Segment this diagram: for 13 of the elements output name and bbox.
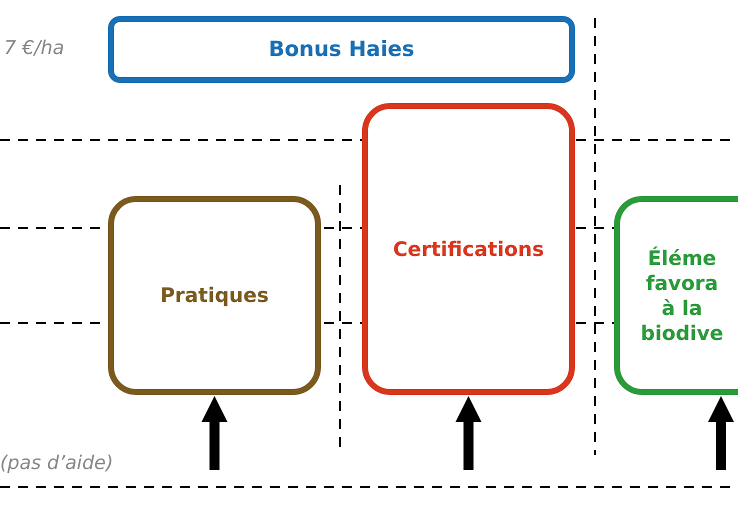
arrow bbox=[708, 396, 734, 470]
arrow bbox=[202, 396, 228, 470]
certifications-box bbox=[362, 103, 575, 395]
box-title: Certifications bbox=[393, 236, 544, 262]
practices-box bbox=[108, 196, 321, 395]
box-title: Éléme favora à la biodive bbox=[640, 246, 724, 346]
note-text: (pas d’aide) bbox=[0, 452, 114, 474]
box-title: Bonus Haies bbox=[268, 37, 414, 62]
biodiversity-box bbox=[614, 196, 738, 395]
arrow bbox=[456, 396, 482, 470]
bonus-box bbox=[108, 16, 575, 83]
note-text: 7 €/ha bbox=[4, 37, 64, 59]
box-title: Pratiques bbox=[160, 283, 269, 308]
